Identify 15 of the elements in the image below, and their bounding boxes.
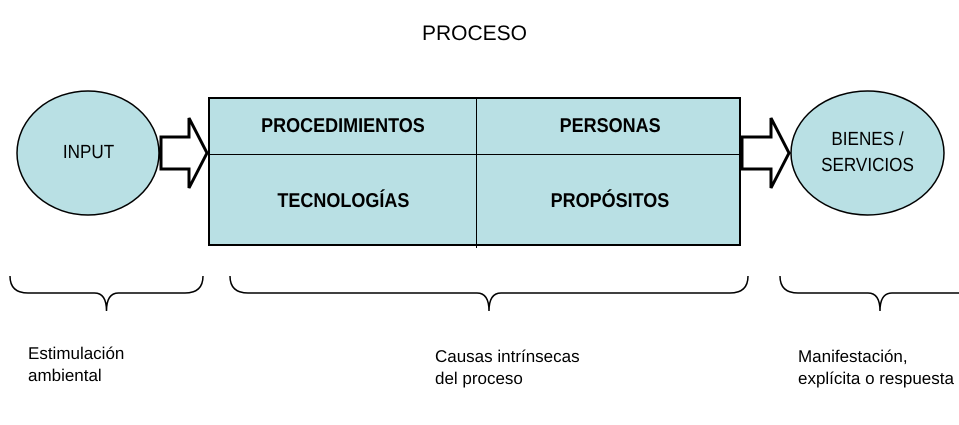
brace-caption: Estimulación ambiental [28, 343, 126, 387]
cell-label: TECNOLOGÍAS [277, 190, 409, 213]
brace-caption: Causas intrínsecas del proceso [435, 346, 581, 390]
process-heading: PROCESO [420, 21, 528, 47]
cell-label: PROPÓSITOS [550, 190, 670, 213]
node-label: BIENES / SERVICIOS [820, 128, 915, 178]
cell-label: PROCEDIMIENTOS [261, 115, 425, 138]
node-label: INPUT [62, 141, 114, 165]
block-arrow [740, 116, 791, 190]
grid-cell [210, 99, 477, 155]
ellipse-node [16, 90, 160, 216]
brace-caption: Manifestación, explícita o respuesta [798, 346, 955, 390]
ellipse-node [790, 90, 945, 216]
cell-label: PERSONAS [559, 115, 661, 138]
block-arrow [160, 116, 209, 190]
